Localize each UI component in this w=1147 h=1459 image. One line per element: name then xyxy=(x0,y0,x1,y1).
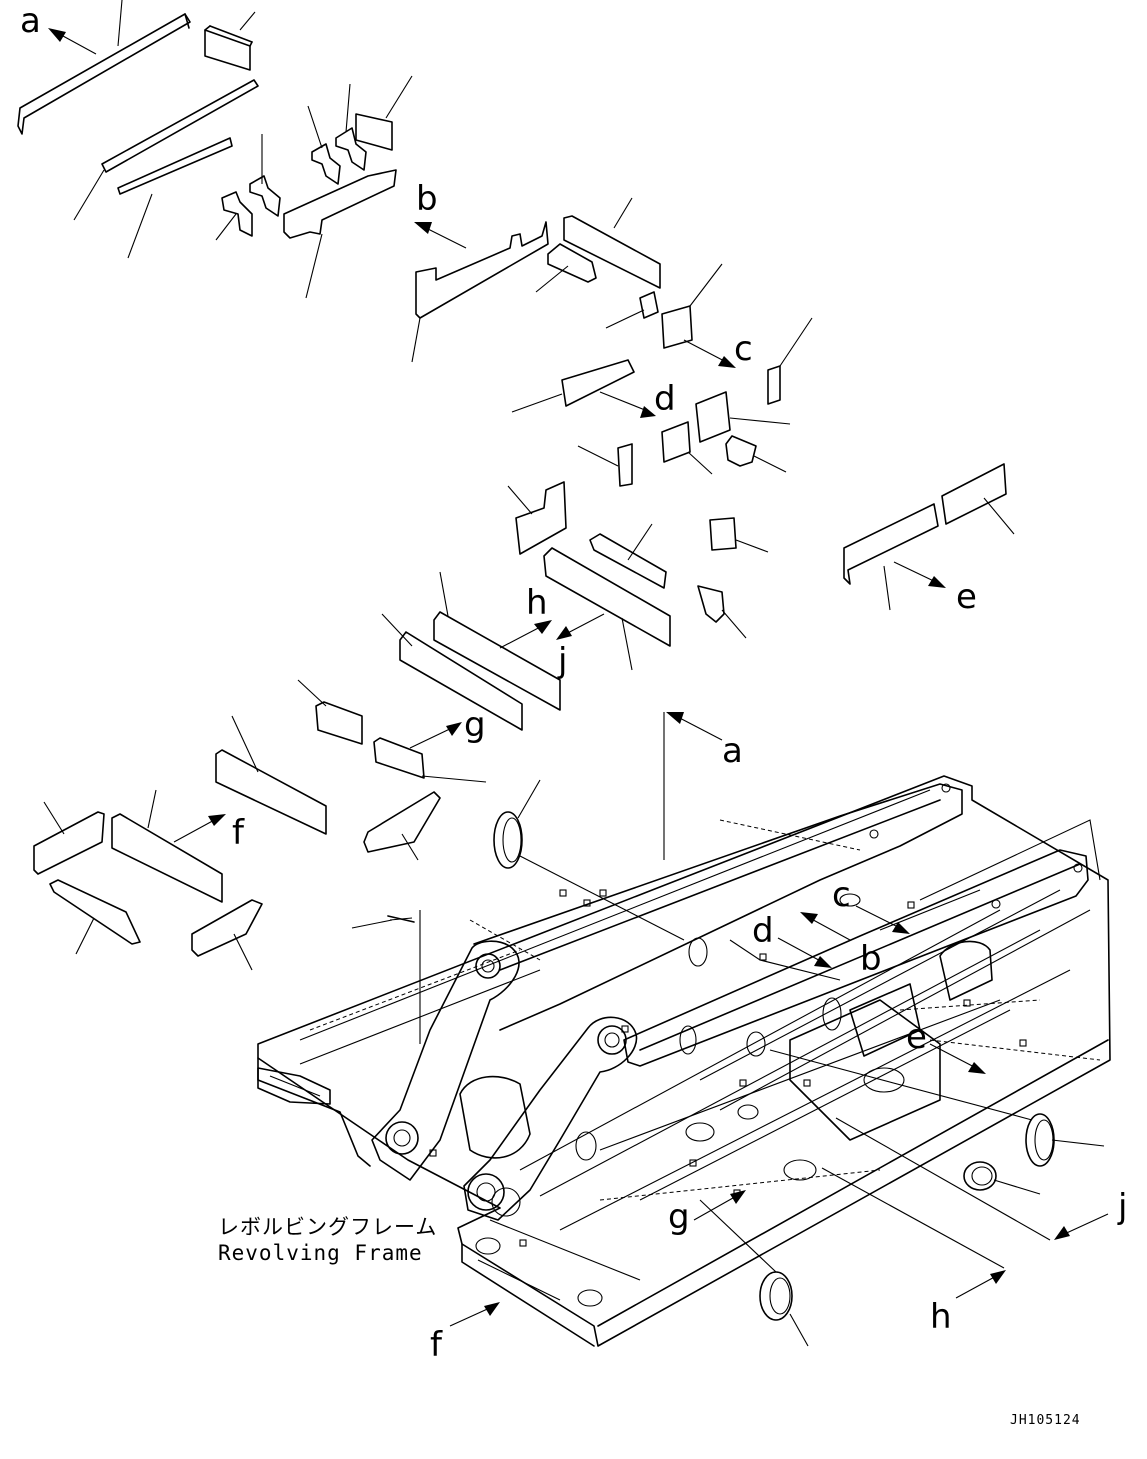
label-e-top: e xyxy=(956,577,977,617)
drawing-code: JH105124 xyxy=(1010,1413,1081,1428)
label-b-top: b xyxy=(416,179,438,219)
block-b4 xyxy=(639,291,659,319)
plate-h3 xyxy=(543,547,671,647)
plate-e2 xyxy=(941,463,1007,525)
strip-a4 xyxy=(117,137,233,195)
plate-h5 xyxy=(399,631,523,731)
label-a-frame: a xyxy=(722,731,743,771)
plate-d3 xyxy=(661,421,691,463)
plate-g1 xyxy=(315,701,363,745)
small-block-d5 xyxy=(617,443,633,487)
label-c-frame: c xyxy=(832,875,851,915)
label-f-top: f xyxy=(232,813,245,853)
frame-view-arrows xyxy=(449,712,1109,1327)
label-e-frame: e xyxy=(906,1017,927,1057)
plate-a1 xyxy=(17,13,191,135)
block-f4 xyxy=(49,879,141,945)
part-group-a xyxy=(17,0,413,299)
label-g-top: g xyxy=(464,705,486,745)
boom-bracket-right xyxy=(463,1016,638,1221)
part-group-b xyxy=(411,197,723,363)
block-a6 xyxy=(249,175,281,217)
plate-e1 xyxy=(843,503,939,585)
caption: レボルビングフレーム Revolving Frame xyxy=(218,1215,437,1265)
revolving-frame xyxy=(257,775,1111,1347)
label-h-frame: h xyxy=(930,1297,952,1337)
seal-cap-2 xyxy=(1025,1113,1055,1167)
block-g3 xyxy=(363,791,441,853)
block-f5 xyxy=(191,899,263,957)
caption-japanese: レボルビングフレーム xyxy=(218,1215,437,1239)
block-e4 xyxy=(697,585,725,623)
part-group-f xyxy=(33,715,327,971)
wedge-d1 xyxy=(561,359,635,407)
view-labels: a b c d e h j g f a c d b e g j h f xyxy=(20,1,1127,1365)
strip-h2 xyxy=(589,533,667,589)
plate-f1 xyxy=(215,749,327,835)
strip-a3 xyxy=(101,79,259,173)
bar-b2 xyxy=(563,215,661,289)
block-a5 xyxy=(221,191,253,237)
plate-e3 xyxy=(709,517,737,551)
caption-english: Revolving Frame xyxy=(218,1241,423,1265)
label-f-frame: f xyxy=(430,1325,443,1365)
wedge-a10 xyxy=(283,169,397,239)
label-d-top: d xyxy=(654,379,676,419)
label-j-frame: j xyxy=(1117,1187,1127,1227)
block-a9 xyxy=(355,113,393,151)
seal-cap-3 xyxy=(963,1161,997,1191)
block-h1 xyxy=(515,481,567,555)
plate-f3 xyxy=(33,811,105,875)
plate-d2 xyxy=(695,391,731,443)
label-g-frame: g xyxy=(668,1197,690,1237)
block-b3 xyxy=(547,243,597,283)
plate-g2 xyxy=(373,737,425,779)
label-j-top: j xyxy=(557,641,567,681)
plate-b5 xyxy=(661,305,693,349)
boom-bracket-left xyxy=(371,940,520,1181)
plate-a2 xyxy=(204,29,251,71)
block-a7 xyxy=(311,143,341,185)
label-h-top: h xyxy=(526,583,548,623)
block-d4 xyxy=(725,435,757,467)
label-d-frame: d xyxy=(752,911,774,951)
small-block-c1 xyxy=(767,365,781,405)
side-step xyxy=(257,1067,331,1105)
label-b-frame: b xyxy=(860,939,882,979)
part-group-c-d xyxy=(511,317,813,487)
main-beam-right xyxy=(623,849,1089,1067)
plate-h4 xyxy=(433,611,561,711)
plate-b1 xyxy=(415,221,549,319)
seal-cap-1 xyxy=(493,811,523,869)
label-a-top: a xyxy=(20,1,41,41)
frame-base xyxy=(257,775,1111,1347)
block-a8 xyxy=(335,127,367,171)
part-group-g xyxy=(297,679,487,861)
plate-f2 xyxy=(111,813,223,903)
pin-part xyxy=(387,915,415,923)
part-group-h-j xyxy=(381,481,671,731)
label-c-top: c xyxy=(734,329,753,369)
part-group-e xyxy=(697,463,1015,639)
main-beam-left xyxy=(473,783,963,1031)
seal-cap-4 xyxy=(759,1271,793,1321)
